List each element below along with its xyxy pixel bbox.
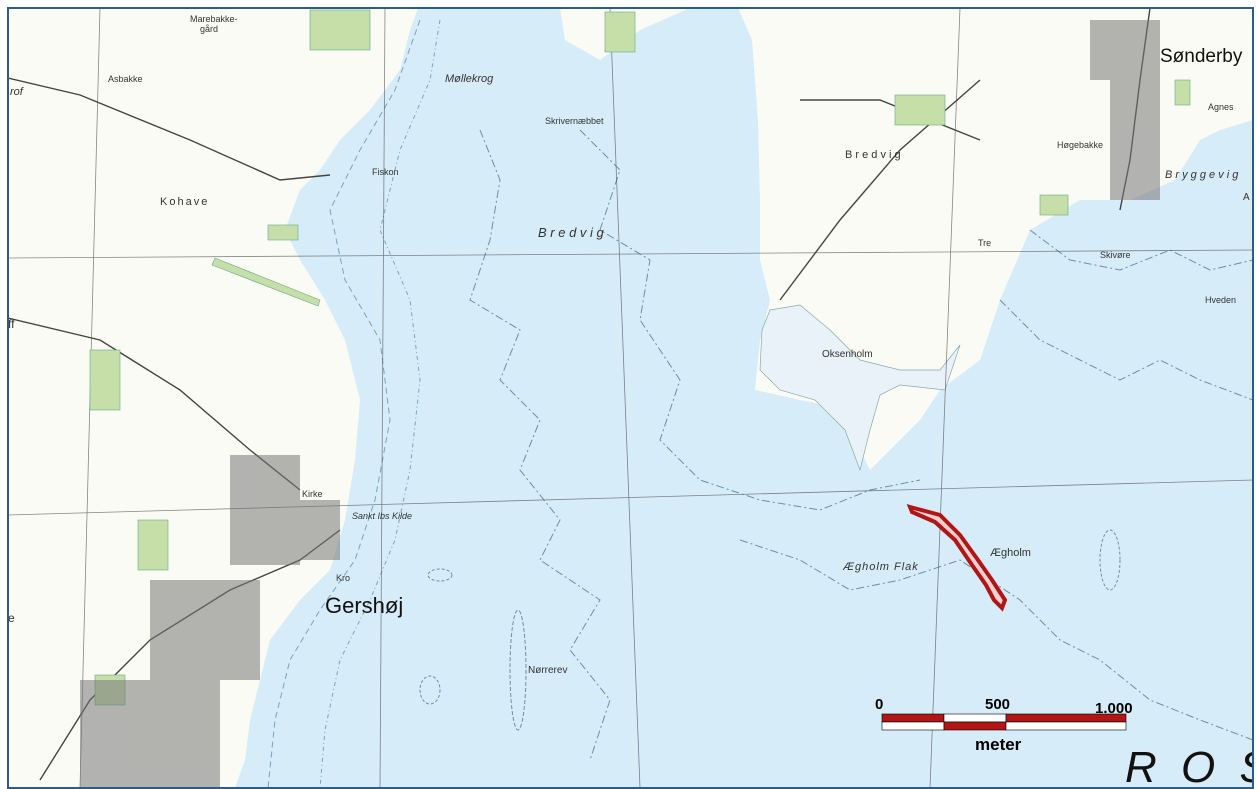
depth-contour-3: [739, 539, 1253, 741]
label-norrerev: Nørrerev: [528, 665, 567, 676]
label-gaard: gård: [200, 24, 218, 34]
label-hogebakke: Høgebakke: [1057, 140, 1103, 150]
urban-gershoj: [80, 455, 340, 788]
depth-contour-4: [999, 299, 1253, 401]
scale-label-zero: 0: [875, 696, 883, 713]
label-hveden: Hveden: [1205, 295, 1236, 305]
label-f-edge: ff: [8, 317, 15, 331]
label-tre: Tre: [978, 238, 991, 248]
scale-bar: [881, 713, 1127, 731]
label-gershoj: Gershøj: [325, 593, 403, 618]
label-ros: R O S: [1125, 743, 1258, 789]
label-fiskon: Fiskon: [372, 167, 399, 177]
shoal-small-1: [427, 568, 453, 582]
label-ref: rof: [10, 86, 24, 98]
label-kohave: Kohave: [160, 196, 209, 208]
aegholm-island[interactable]: [906, 504, 1008, 612]
label-bredvig-land: B r e d v i g: [845, 149, 901, 161]
label-bredvig-water: B r e d v i g: [538, 225, 605, 240]
label-oksenholm: Oksenholm: [822, 349, 873, 360]
label-e-edge: e: [8, 611, 15, 625]
label-aegholm-flak: Ægholm Flak: [842, 561, 919, 573]
label-bryggevig: B r y g g e v i g: [1165, 169, 1239, 181]
label-sankt-ibs-kilde: Sankt Ibs Kilde: [352, 511, 412, 521]
label-aegholm: Ægholm: [990, 547, 1031, 559]
label-a: A: [1243, 192, 1250, 203]
shallow-zone-west-2: [319, 19, 441, 788]
depth-contour-1: [469, 129, 611, 761]
map-frame: [7, 7, 1254, 789]
depth-contour-2: [579, 129, 921, 511]
label-skrivernaebbet: Skrivernæbbet: [545, 116, 604, 126]
scale-label-max: 1.000: [1095, 700, 1133, 717]
label-agnes: Agnes: [1208, 102, 1234, 112]
label-marebakke: Marebakke-: [190, 14, 238, 24]
scale-label-mid: 500: [985, 696, 1010, 713]
label-kro: Kro: [336, 573, 350, 583]
scale-unit-label: meter: [975, 735, 1022, 754]
shoal-small-2: [1099, 529, 1121, 591]
shallow-zone-west: [267, 19, 421, 788]
label-kirke: Kirke: [302, 489, 323, 499]
urban-sonderby: [1090, 20, 1160, 200]
label-skivore: Skivøre: [1100, 250, 1131, 260]
peninsula-oksenholm: [759, 304, 961, 472]
shoal-small-3: [419, 675, 441, 705]
shoal-norrerev: [509, 609, 527, 731]
label-asbakke: Asbakke: [108, 74, 143, 84]
label-sonderby: Sønderby: [1160, 46, 1243, 67]
label-mollekrog: Møllekrog: [445, 73, 494, 85]
